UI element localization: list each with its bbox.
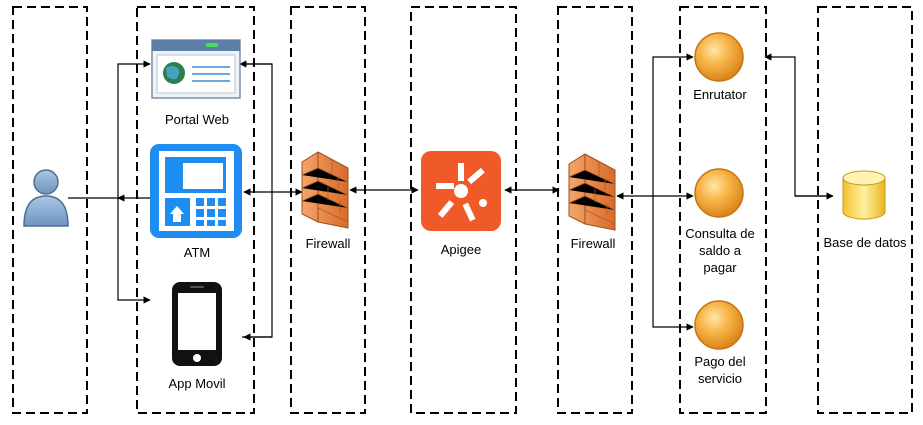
lane-database [817,6,913,414]
lane-firewall-left [290,6,366,414]
app-movil-label: App Movil [168,376,226,391]
lane-services [679,6,767,414]
user-icon [23,169,69,227]
service-sphere-icon [694,32,744,82]
lane-firewall-right [557,6,633,414]
firewall-right-label: Firewall [570,236,616,251]
smartphone-icon [172,282,222,366]
base-de-datos-label: Base de datos [823,235,907,250]
service-sphere-icon [694,168,744,218]
atm-label: ATM [183,245,211,260]
pago-label: Pago del servicio [676,353,764,387]
firewall-icon [568,153,616,231]
portal-web-label: Portal Web [164,112,230,127]
pago-label-line1: Pago del [694,354,746,369]
pago-label-line2: servicio [697,371,743,386]
lane-channels [136,6,255,414]
lane-apigee [410,6,517,414]
apigee-icon [421,151,501,231]
firewall-left-label: Firewall [305,236,351,251]
enrutator-label: Enrutator [693,87,747,102]
consulta-label-line1: Consulta de [685,226,755,241]
firewall-icon [301,151,349,229]
consulta-label-line3: pagar [703,260,737,275]
browser-window-icon [151,39,241,99]
connectors [68,53,834,341]
consulta-label-line2: saldo a [699,243,741,258]
apigee-label: Apigee [440,242,482,257]
consulta-label: Consulta de saldo a pagar [672,225,768,276]
lane-user [12,6,88,414]
database-icon [842,170,886,220]
atm-icon [150,144,242,238]
service-sphere-icon [694,300,744,350]
